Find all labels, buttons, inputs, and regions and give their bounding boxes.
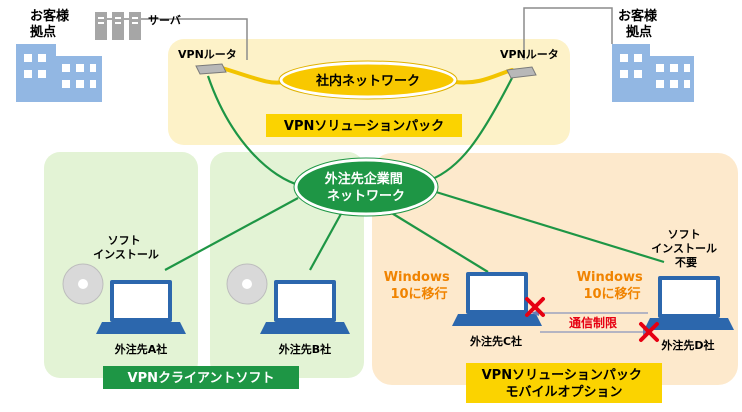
company-b-label: 外注先B社	[278, 342, 331, 356]
line-company-b	[309, 211, 343, 271]
windows10-note-d: Windows 10に移行	[577, 270, 648, 302]
soft-install-note: ソフト インストール	[93, 234, 159, 261]
blocked-x-icon-d	[639, 322, 659, 342]
vpn-client-soft-label: VPNクライアントソフト	[128, 371, 275, 386]
router-label-left: VPNルータ	[178, 48, 237, 61]
vpn-solution-pack-label: VPNソリューションパック	[284, 119, 444, 134]
building-icon-right	[612, 44, 694, 102]
line-company-a	[164, 197, 299, 271]
building-icon-left	[16, 44, 102, 102]
windows10-note-c: Windows 10に移行	[384, 270, 455, 302]
router-icon-right	[506, 66, 537, 79]
line-company-c	[389, 211, 489, 273]
server-label: サーバ	[148, 14, 181, 27]
customer-site-label-left: お客様 拠点	[30, 8, 74, 40]
internal-network-label: 社内ネットワーク	[315, 73, 420, 89]
laptop-icon-b	[260, 280, 350, 334]
vpn-client-soft-label-box	[103, 366, 299, 389]
laptop-icon-c	[452, 272, 542, 326]
mobile-option-label-box	[466, 363, 662, 403]
vpn-solution-pack-label-box	[266, 114, 462, 137]
router-icon-left	[195, 63, 227, 75]
outsource-network-label: 外注先企業間 ネットワーク	[324, 171, 408, 204]
laptop-icon-d	[644, 276, 734, 330]
line-right-router	[429, 77, 513, 182]
site-right-link	[523, 7, 613, 60]
soft-install-not-required-note: ソフト インストール 不要	[651, 228, 721, 269]
internal-network-ellipse	[279, 61, 457, 99]
cd-icon-a	[62, 263, 104, 305]
line-left-router	[206, 75, 303, 188]
mobile-option-label: VPNソリューションパック モバイルオプション	[482, 368, 647, 400]
company-d-label: 外注先D社	[660, 338, 714, 352]
cd-icon-b	[226, 263, 268, 305]
blocked-x-icon-c	[525, 297, 545, 317]
company-a-label: 外注先A社	[114, 342, 168, 356]
router-label-right: VPNルータ	[500, 48, 559, 61]
outsource-network-lines	[164, 75, 665, 273]
laptop-icon-a	[96, 280, 186, 334]
server-icon	[95, 12, 141, 40]
customer-site-label-right: お客様 拠点	[618, 8, 662, 40]
line-company-d	[435, 190, 665, 264]
communication-restriction-label: 通信制限	[569, 315, 617, 330]
company-c-label: 外注先C社	[469, 334, 522, 348]
outsource-network-ellipse	[294, 158, 438, 216]
